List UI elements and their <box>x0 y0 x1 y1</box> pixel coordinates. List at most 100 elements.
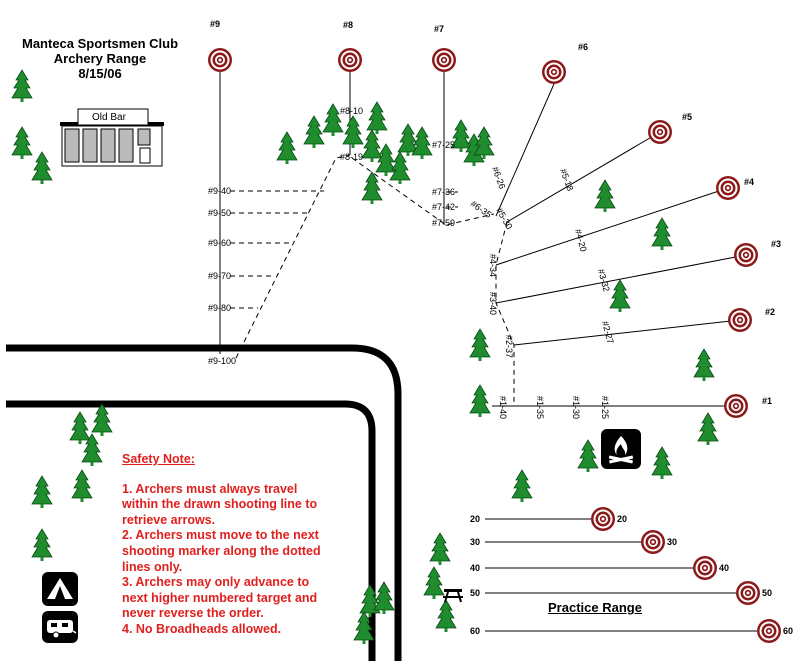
tree-icon <box>693 348 715 382</box>
shooting-marker-label: #6-35 <box>469 198 494 219</box>
target-icon <box>432 48 456 72</box>
target-number: #7 <box>434 24 444 34</box>
tree-icon <box>361 171 383 205</box>
tree-icon <box>91 403 113 437</box>
shooting-marker-label: #4-34 <box>488 254 498 277</box>
title-date: 8/15/06 <box>78 66 122 81</box>
tree-icon <box>423 566 445 600</box>
shooting-marker-label: #7-42 <box>432 202 455 212</box>
tree-icon <box>435 599 457 633</box>
practice-distance-label: 20 <box>470 514 480 524</box>
tree-icon <box>359 584 381 618</box>
tree-icon <box>276 131 298 165</box>
shooting-marker-label: #6-26 <box>490 165 507 190</box>
safety-note: Safety Note: 1. Archers must always trav… <box>122 452 332 638</box>
target-icon <box>716 176 740 200</box>
shooting-marker-label: #2-37 <box>504 335 514 358</box>
rv-trailer-icon <box>42 611 78 643</box>
title-range: Archery Range <box>53 51 147 66</box>
safety-rule-1: 1. Archers must always travel within the… <box>122 481 318 527</box>
practice-range-lines <box>485 518 757 632</box>
target-icon <box>734 243 758 267</box>
shooting-marker-label: #5-18 <box>558 167 575 192</box>
old-bar-building <box>60 108 164 167</box>
title-club: Manteca Sportsmen Club <box>21 36 179 51</box>
shooting-marker-label: #1-25 <box>600 396 610 419</box>
target-number: #6 <box>578 42 588 52</box>
shooting-marker-label: #4-20 <box>573 228 589 253</box>
target-number: #3 <box>771 239 781 249</box>
tree-icon <box>69 411 91 445</box>
shooting-marker-label: #7-25 <box>432 140 455 150</box>
shooting-marker-label: #3-40 <box>488 292 498 315</box>
target-number: #1 <box>762 396 772 406</box>
tree-icon <box>11 126 33 160</box>
practice-distance-label: 40 <box>470 563 480 573</box>
tree-icon <box>411 126 433 160</box>
map-title: Manteca Sportsmen Club Archery Range 8/1… <box>20 36 180 81</box>
tree-icon <box>303 115 325 149</box>
road <box>6 344 402 661</box>
practice-target-distance: 50 <box>762 588 772 598</box>
tree-icon <box>577 439 599 473</box>
tree-icon <box>651 446 673 480</box>
tree-icon <box>375 143 397 177</box>
shooting-marker-label: #9-60 <box>208 238 231 248</box>
tree-icon <box>651 217 673 251</box>
target-number: #4 <box>744 177 754 187</box>
tree-icon <box>511 469 533 503</box>
target-number: #8 <box>343 20 353 30</box>
tree-icon <box>361 129 383 163</box>
target-icon <box>542 60 566 84</box>
target-icon <box>728 308 752 332</box>
safety-heading: Safety Note: <box>122 452 195 466</box>
target-icon <box>736 581 760 605</box>
practice-target-distance: 30 <box>667 537 677 547</box>
tree-icon <box>366 101 388 135</box>
shooting-marker-label: #9-80 <box>208 303 231 313</box>
tree-icon <box>31 475 53 509</box>
target-number: #2 <box>765 307 775 317</box>
shooting-marker-label: #9-70 <box>208 271 231 281</box>
shooting-marker-label: #8-19 <box>340 152 363 162</box>
target-icon <box>208 48 232 72</box>
shooting-marker-label: #3-32 <box>596 268 612 293</box>
shooting-marker-label: #9-40 <box>208 186 231 196</box>
tree-icon <box>469 328 491 362</box>
shooting-marker-label: #1-30 <box>571 396 581 419</box>
shooting-marker-label: #1-40 <box>498 396 508 419</box>
practice-distance-label: 30 <box>470 537 480 547</box>
shooting-marker-label: #7-36 <box>432 187 455 197</box>
tree-icon <box>609 279 631 313</box>
tree-icon <box>373 581 395 615</box>
tent-icon <box>42 572 78 606</box>
tree-icon <box>469 384 491 418</box>
practice-target-distance: 60 <box>783 626 793 636</box>
tree-icon <box>389 151 411 185</box>
tree-icon <box>594 179 616 213</box>
practice-target-distance: 40 <box>719 563 729 573</box>
practice-distance-label: 50 <box>470 588 480 598</box>
target-number: #9 <box>210 19 220 29</box>
shooting-marker-label: #7-59 <box>432 218 455 228</box>
practice-target-distance: 20 <box>617 514 627 524</box>
tree-icon <box>31 528 53 562</box>
campfire-icon <box>601 429 641 469</box>
target-icon <box>338 48 362 72</box>
safety-rule-3: 3. Archers may only advance to next high… <box>122 575 318 621</box>
tree-icon <box>429 532 451 566</box>
old-bar-label: Old Bar <box>92 112 126 123</box>
tree-icon <box>31 151 53 185</box>
picnic-table-icon <box>443 589 463 603</box>
target-icon <box>693 556 717 580</box>
target-icon <box>648 120 672 144</box>
tree-icon <box>71 469 93 503</box>
shooting-marker-label: #8-10 <box>340 106 363 116</box>
safety-rule-4: 4. No Broadheads allowed. <box>122 621 282 636</box>
safety-rule-2: 2. Archers must move to the next shootin… <box>122 528 321 574</box>
target-icon <box>641 530 665 554</box>
practice-distance-label: 60 <box>470 626 480 636</box>
practice-range-label: Practice Range <box>548 600 642 615</box>
target-icon <box>724 394 748 418</box>
